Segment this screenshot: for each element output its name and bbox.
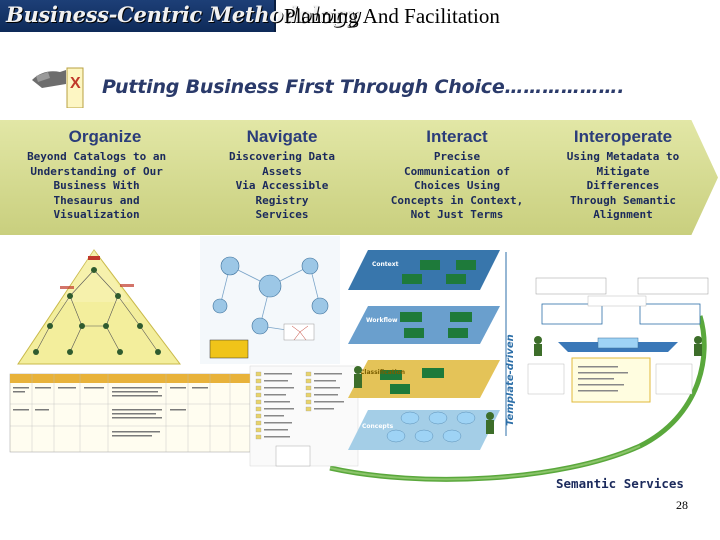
hand-pointer-icon: X — [32, 67, 84, 108]
phase-description: Discovering Data Assets Via Accessible R… — [229, 150, 335, 222]
schema-alignment — [527, 277, 709, 403]
layer-label-context: Context — [372, 261, 399, 268]
classification-tree — [249, 365, 359, 467]
slide-title: Planning And Facilitation — [284, 4, 500, 28]
illustrations: Context Workflow Classification Concepts… — [9, 236, 709, 482]
phase-chevron-organize: Organize Beyond Catalogs to an Understan… — [0, 120, 210, 235]
template-driven-label: Template-driven — [505, 334, 516, 426]
phase-title: Interoperate — [573, 127, 673, 146]
phase-description: Precise Communication of Choices Using C… — [390, 150, 524, 222]
layer-label-workflow: Workflow — [366, 317, 398, 324]
data-table — [9, 373, 251, 453]
page-number: 28 — [676, 498, 688, 512]
phase-title: Interact — [426, 127, 488, 146]
logo-banner: Business-Centric Methodology — [0, 0, 359, 32]
phase-description: Using Metadata to Mitigate Differences T… — [566, 150, 680, 222]
phase-title: Navigate — [246, 127, 318, 146]
phase-chevron-navigate: Navigate Discovering Data Assets Via Acc… — [178, 120, 386, 235]
phase-description: Beyond Catalogs to an Understanding of O… — [27, 150, 167, 222]
svg-text:X: X — [70, 75, 81, 92]
subtitle: Putting Business First Through Choice………… — [102, 76, 625, 98]
layer-label-concepts: Concepts — [362, 423, 394, 430]
semantic-services-label: Semantic Services — [556, 476, 684, 491]
phase-chevron-interact: Interact Precise Communication of Choice… — [354, 120, 560, 235]
interact-layers: Context Workflow Classification Concepts — [348, 250, 500, 450]
thesaurus-pyramid — [17, 249, 182, 365]
arc-inner — [329, 445, 641, 481]
logo-text: Business-Centric Methodology — [6, 2, 359, 27]
layer-label-classification: Classification — [360, 369, 405, 376]
registry-network — [200, 236, 340, 364]
phase-chevron-interoperate: Interoperate Using Metadata to Mitigate … — [528, 120, 718, 235]
phase-title: Organize — [68, 127, 142, 146]
